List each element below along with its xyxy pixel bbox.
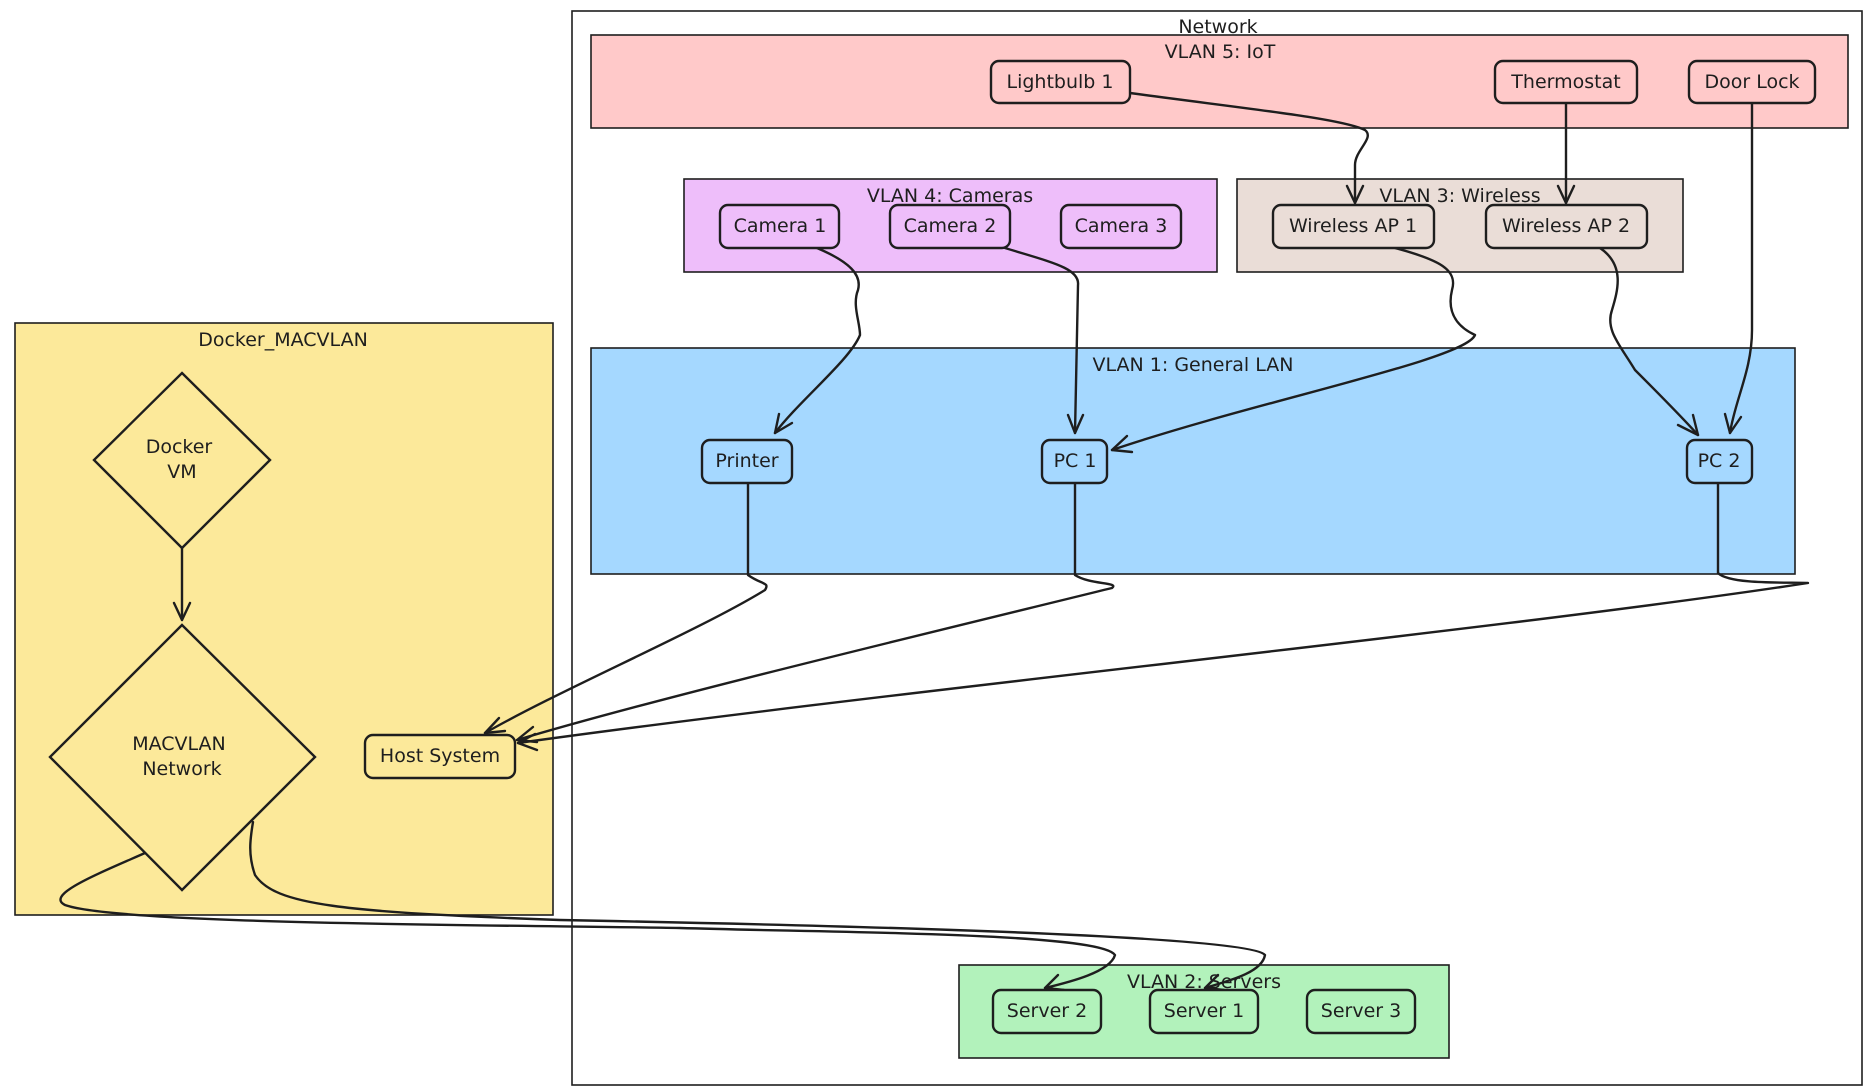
node-pc-2-box (1685, 438, 1754, 485)
docker-macvlan-zone: Docker_MACVLAN (14, 322, 554, 916)
node-docker-vm-label: Docker VM (146, 436, 219, 483)
node-lightbulb-1[interactable]: Lightbulb 1 (989, 59, 1132, 105)
edge-thermostat-to-ap2 (1556, 101, 1576, 205)
node-door-lock-label: Door Lock (1704, 71, 1799, 93)
node-wireless-ap-2-box (1484, 203, 1649, 250)
edge-ap1-to-pc1 (1110, 246, 1477, 454)
edge-lightbulb1-to-ap1 (1128, 91, 1369, 205)
node-camera-3-label: Camera 3 (1075, 215, 1168, 237)
node-pc-1-box (1040, 438, 1109, 485)
node-host-system-box (363, 733, 517, 780)
node-docker-vm[interactable]: Docker VM (92, 371, 272, 550)
node-wireless-ap-1-label: Wireless AP 1 (1289, 215, 1417, 237)
node-host-system-label: Host System (380, 745, 500, 767)
node-printer-label: Printer (715, 450, 778, 472)
node-camera-3-box (1059, 203, 1183, 250)
node-printer[interactable]: Printer (700, 438, 794, 485)
edge-pc2-to-host (516, 480, 1810, 752)
edge-doorlock-to-pc2 (1723, 101, 1754, 435)
node-lightbulb-1-box (989, 59, 1132, 105)
node-macvlan-network-diamond (48, 623, 317, 892)
edge-printer-to-host (483, 480, 768, 735)
node-docker-vm-label-line1: Docker (146, 436, 213, 458)
vlan1-general-lan-title: VLAN 1: General LAN (1093, 354, 1294, 376)
node-wireless-ap-1[interactable]: Wireless AP 1 (1271, 203, 1436, 250)
node-server-3-box (1305, 988, 1417, 1035)
node-pc-2-label: PC 2 (1698, 450, 1741, 472)
node-pc-2[interactable]: PC 2 (1685, 438, 1754, 485)
vlan5-iot-title: VLAN 5: IoT (1165, 41, 1276, 63)
node-server-3[interactable]: Server 3 (1305, 988, 1417, 1035)
node-lightbulb-1-label: Lightbulb 1 (1007, 71, 1114, 93)
node-server-3-label: Server 3 (1321, 1000, 1401, 1022)
node-thermostat[interactable]: Thermostat (1493, 59, 1639, 105)
node-macvlan-network[interactable]: MACVLAN Network (48, 623, 317, 892)
vlan3-wireless-title: VLAN 3: Wireless (1379, 185, 1540, 207)
node-server-1[interactable]: Server 1 (1148, 988, 1260, 1035)
node-wireless-ap-2[interactable]: Wireless AP 2 (1484, 203, 1649, 250)
vlan5-iot-box (590, 34, 1849, 129)
node-server-1-label: Server 1 (1164, 1000, 1244, 1022)
node-thermostat-label: Thermostat (1510, 71, 1620, 93)
node-camera-2[interactable]: Camera 2 (888, 203, 1012, 250)
node-camera-3[interactable]: Camera 3 (1059, 203, 1183, 250)
node-macvlan-network-label-line2: Network (142, 758, 221, 780)
node-camera-2-box (888, 203, 1012, 250)
node-docker-vm-label-line2: VM (167, 461, 196, 483)
node-host-system[interactable]: Host System (363, 733, 517, 780)
vlan5-iot-zone: VLAN 5: IoT (590, 34, 1849, 129)
node-camera-2-label: Camera 2 (904, 215, 997, 237)
docker-macvlan-box (14, 322, 554, 916)
docker-macvlan-title: Docker_MACVLAN (198, 329, 368, 351)
node-camera-1[interactable]: Camera 1 (718, 203, 841, 250)
edge-camera2-to-pc1 (1003, 246, 1085, 435)
edge-camera1-to-printer (773, 246, 862, 435)
node-door-lock[interactable]: Door Lock (1687, 59, 1817, 105)
node-server-2-box (991, 988, 1103, 1035)
node-pc-1[interactable]: PC 1 (1040, 438, 1109, 485)
node-docker-vm-diamond (92, 371, 272, 550)
node-pc-1-label: PC 1 (1054, 450, 1097, 472)
node-camera-1-label: Camera 1 (734, 215, 827, 237)
node-server-1-box (1148, 988, 1260, 1035)
node-thermostat-box (1493, 59, 1639, 105)
node-macvlan-network-label-line1: MACVLAN (132, 733, 226, 755)
node-wireless-ap-1-box (1271, 203, 1436, 250)
node-camera-1-box (718, 203, 841, 250)
node-wireless-ap-2-label: Wireless AP 2 (1502, 215, 1630, 237)
edge-ap2-to-pc2 (1598, 246, 1700, 437)
edge-dockervm-to-macvlan (172, 546, 192, 622)
node-server-2-label: Server 2 (1007, 1000, 1087, 1022)
node-door-lock-box (1687, 59, 1817, 105)
nodes: Lightbulb 1 Thermostat Door Lock Camera … (48, 59, 1817, 1035)
node-server-2[interactable]: Server 2 (991, 988, 1103, 1035)
node-printer-box (700, 438, 794, 485)
node-macvlan-network-label: MACVLAN Network (132, 733, 232, 780)
network-title: Network (1178, 16, 1257, 38)
vlan4-cameras-title: VLAN 4: Cameras (867, 185, 1033, 207)
